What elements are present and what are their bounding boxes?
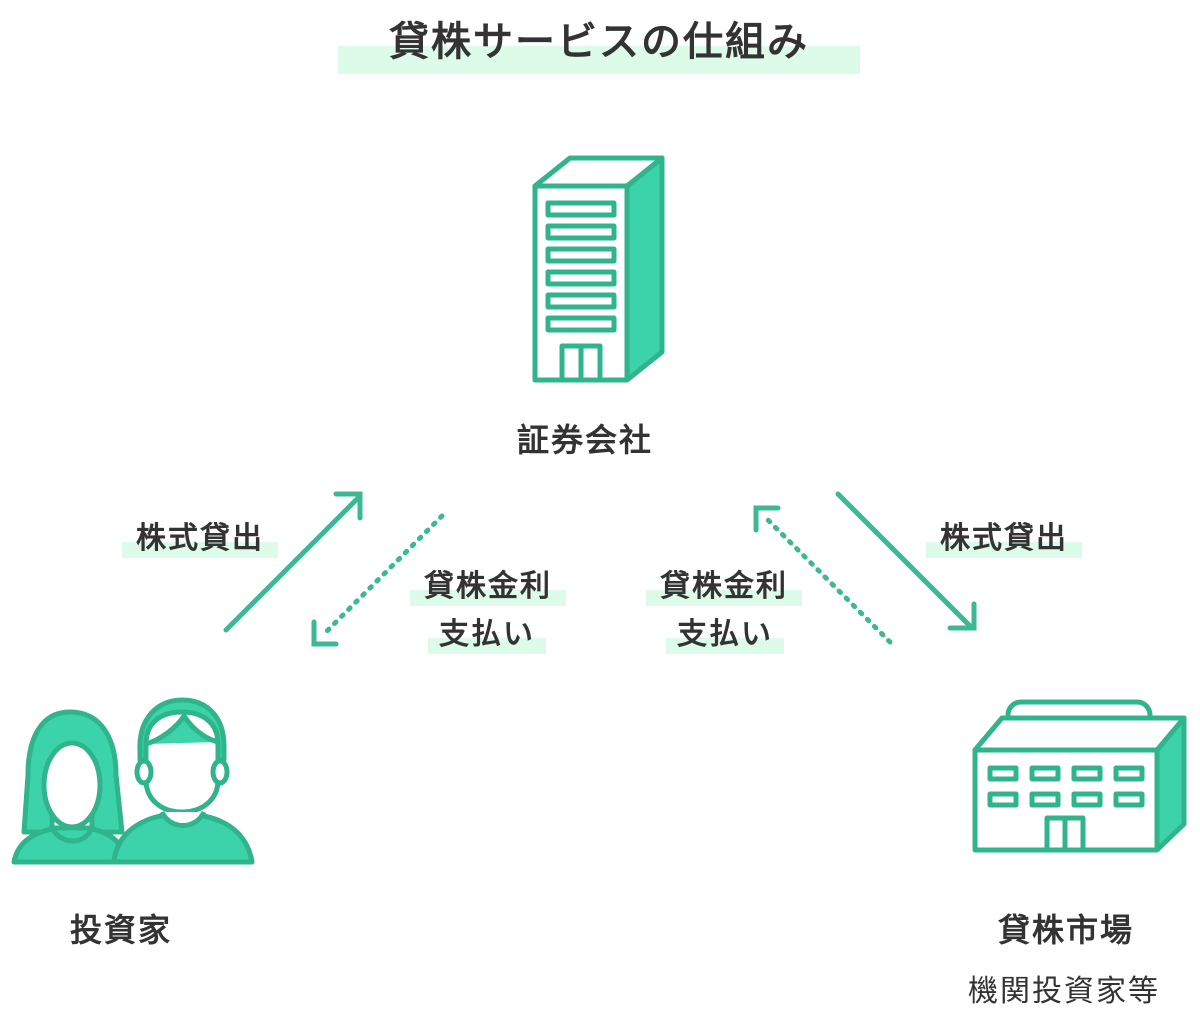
- arrow-right-loan: [835, 491, 977, 631]
- node-lending-market: 貸株市場: [998, 911, 1135, 949]
- lending-market-building-icon: [972, 699, 1187, 853]
- flow-right-loan: 株式貸出: [926, 520, 1082, 558]
- flow-right-payment-line1: 貸株金利: [646, 568, 802, 606]
- flow-left-payment-line2: 支払い: [428, 616, 546, 654]
- arrow-left-loan: [223, 491, 363, 633]
- arrow-right-payment: [753, 505, 893, 645]
- node-securities-company: 証券会社: [517, 421, 654, 459]
- title-highlight: [338, 46, 860, 74]
- flow-left-loan: 株式貸出: [122, 520, 278, 558]
- flow-left-payment-line1: 貸株金利: [410, 568, 566, 606]
- diagram-title: 貸株サービスの仕組み: [338, 14, 860, 74]
- arrow-left-payment: [311, 513, 445, 647]
- flow-right-payment-line2: 支払い: [666, 616, 784, 654]
- node-lending-market-sub: 機関投資家等: [968, 974, 1160, 1009]
- securities-building-icon: [532, 155, 665, 383]
- investor-people-icon: [11, 697, 255, 865]
- node-investor: 投資家: [70, 911, 173, 949]
